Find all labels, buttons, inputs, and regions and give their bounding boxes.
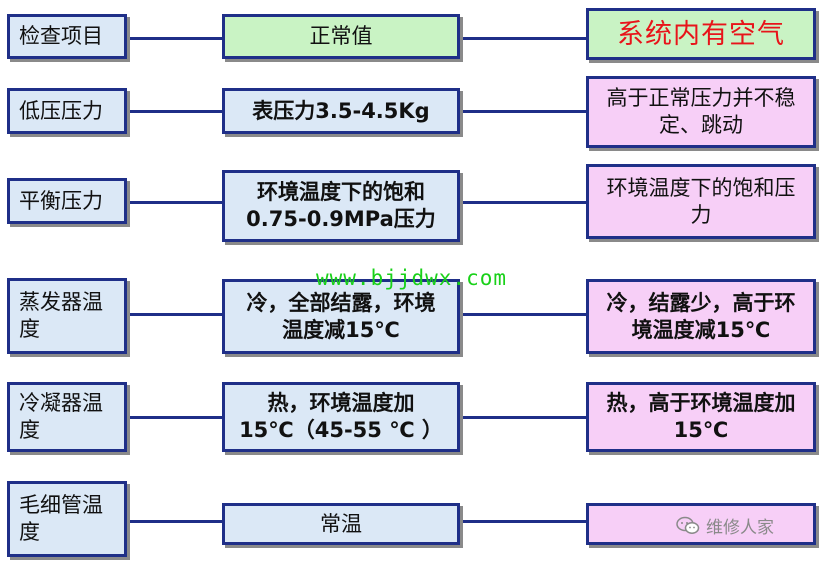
result-text: 环境温度下的饱和压力 — [606, 175, 796, 227]
normal-value-text: 热，环境温度加15℃（45-55 ℃ ） — [239, 391, 443, 442]
row-label-text: 平衡压力 — [19, 188, 103, 213]
row-label: 毛细管温度 — [7, 481, 127, 557]
row-label: 冷凝器温度 — [7, 382, 127, 452]
result-text: 冷，结露少，高于环境温度减15℃ — [606, 290, 796, 342]
row-label-text: 检查项目 — [19, 24, 103, 48]
connector-line — [459, 110, 587, 113]
brand-badge: 维修人家 — [676, 513, 774, 538]
connector-line — [126, 37, 223, 40]
result-box: 高于正常压力并不稳定、跳动 — [586, 76, 816, 148]
result-box: 热，高于环境温度加15℃ — [586, 382, 816, 452]
row-label-text: 低压压力 — [19, 98, 103, 123]
connector-line — [126, 416, 223, 419]
result-box: 系统内有空气 — [586, 8, 816, 60]
normal-value-box: 正常值 — [222, 14, 460, 59]
result-box — [586, 503, 816, 545]
normal-value-text: 正常值 — [309, 24, 373, 48]
row-label-text: 毛细管温度 — [19, 493, 103, 544]
normal-value-box: 热，环境温度加15℃（45-55 ℃ ） — [222, 382, 460, 452]
watermark-text: www.bjjdwx.com — [316, 266, 508, 290]
row-label-text: 蒸发器温度 — [19, 290, 103, 341]
normal-value-text: 表压力3.5-4.5Kg — [252, 98, 430, 123]
result-box: 冷，结露少，高于环境温度减15℃ — [586, 279, 816, 354]
normal-value-box: 冷，全部结露，环境温度减15℃ — [222, 279, 460, 354]
connector-line — [459, 520, 587, 523]
normal-value-text: 冷，全部结露，环境温度减15℃ — [246, 290, 436, 342]
connector-line — [126, 110, 223, 113]
result-title: 系统内有空气 — [617, 18, 785, 50]
connector-line — [126, 313, 223, 316]
result-text: 热，高于环境温度加15℃ — [606, 391, 796, 442]
connector-line — [459, 416, 587, 419]
row-label: 蒸发器温度 — [7, 278, 127, 354]
normal-value-text: 常温 — [320, 511, 362, 536]
connector-line — [126, 201, 223, 204]
normal-value-box: 表压力3.5-4.5Kg — [222, 88, 460, 134]
connector-line — [459, 313, 587, 316]
normal-value-text: 环境温度下的饱和0.75-0.9MPa压力 — [246, 180, 436, 231]
row-label-text: 冷凝器温度 — [19, 391, 103, 442]
result-box: 环境温度下的饱和压力 — [586, 164, 816, 239]
normal-value-box: 环境温度下的饱和0.75-0.9MPa压力 — [222, 170, 460, 242]
connector-line — [459, 201, 587, 204]
connector-line — [459, 37, 587, 40]
connector-line — [126, 520, 223, 523]
result-text: 高于正常压力并不稳定、跳动 — [606, 86, 796, 137]
row-label: 检查项目 — [7, 14, 127, 59]
row-label: 低压压力 — [7, 88, 127, 134]
brand-name: 维修人家 — [706, 518, 774, 538]
wechat-icon — [676, 516, 700, 536]
row-label: 平衡压力 — [7, 178, 127, 224]
normal-value-box: 常温 — [222, 503, 460, 545]
